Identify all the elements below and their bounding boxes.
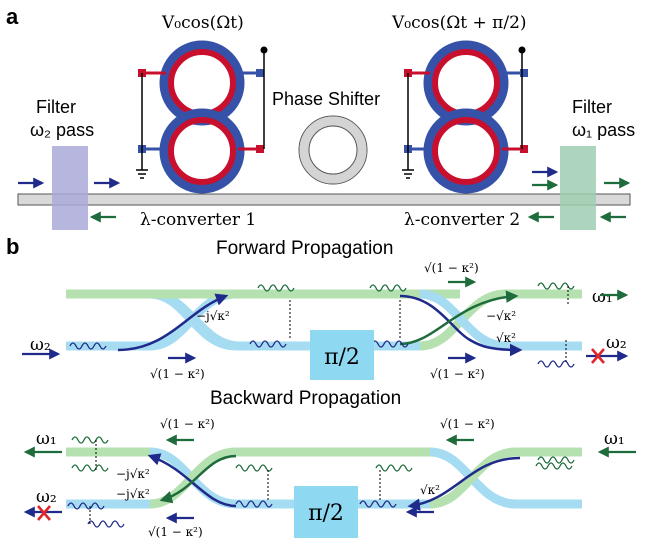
voltage-right: V₀cos(Ωt + π/2) [391,13,527,33]
backward-cross-path-2 [147,453,237,508]
backward-coeff-top-right: √(1 − κ²) [440,417,495,431]
panel-b-letter: b [6,234,19,259]
backward-coeff-cross-right: √κ² [420,483,440,497]
forward-output-bottom-label: ω₂ [606,333,627,353]
forward-coeff-straight-1: √(1 − κ²) [150,367,205,381]
converter-1-label: λ-converter 1 [140,210,256,230]
panel-b: b Forward Propagation ω₂ [6,234,636,539]
forward-phase-shifter [310,330,374,380]
filter-omega1 [560,146,596,230]
backward-output-bottom-label: ω₂ [36,487,57,507]
forward-coeff-straight-2-top: √(1 − κ²) [424,261,479,275]
backward-coeff-cross-left-b: −j√κ² [116,487,150,501]
forward-title: Forward Propagation [216,238,393,259]
forward-cross-path-2 [399,294,523,357]
backward-phase-label: π/2 [308,501,344,526]
backward-coeff-bottom-left: √(1 − κ²) [148,525,203,539]
backward-coeff-top-left: √(1 − κ²) [160,417,215,431]
forward-coeff-cross-2-top: −√κ² [486,309,516,323]
forward-cross-path-1 [117,293,229,352]
backward-block-cross-icon [37,505,51,521]
phase-shifter-ring [298,115,368,185]
forward-phase-label: π/2 [324,345,360,370]
backward-title: Backward Propagation [210,388,401,409]
forward-coeff-cross-1: −j√κ² [196,309,230,323]
converter-2-label: λ-converter 2 [404,210,520,230]
main-waveguide [17,193,631,206]
forward-coeff-cross-2-bottom: √κ² [496,331,516,345]
panel-a-letter: a [6,4,19,29]
filter-right-title: Filter [572,97,612,117]
backward-input-label: ω₁ [604,429,625,449]
backward-output-top-label: ω₁ [36,429,57,449]
voltage-left: V₀cos(Ωt) [161,13,244,33]
filter-right-pass: ω₁ pass [572,120,635,140]
filter-left-pass: ω₂ pass [30,120,94,140]
phase-shifter-label: Phase Shifter [272,89,380,109]
backward-cross-path-3 [159,454,237,504]
forward-output-top-label: ω₁ [592,287,613,307]
backward-cross-path-1 [407,456,521,511]
filter-omega2 [52,146,88,230]
converter-2-rings [402,40,528,194]
forward-block-cross-icon [591,348,605,364]
forward-coeff-straight-2-bottom: √(1 − κ²) [430,367,485,381]
filter-left-title: Filter [36,97,76,117]
backward-phase-shifter [294,486,358,538]
forward-cross-path-3 [399,290,519,346]
converter-1-rings [136,40,268,194]
backward-coeff-cross-left-a: −j√κ² [116,467,150,481]
forward-input-label: ω₂ [30,335,51,355]
panel-a: a Filter ω₂ pass Filter ω₁ pass λ-conver… [6,4,635,230]
